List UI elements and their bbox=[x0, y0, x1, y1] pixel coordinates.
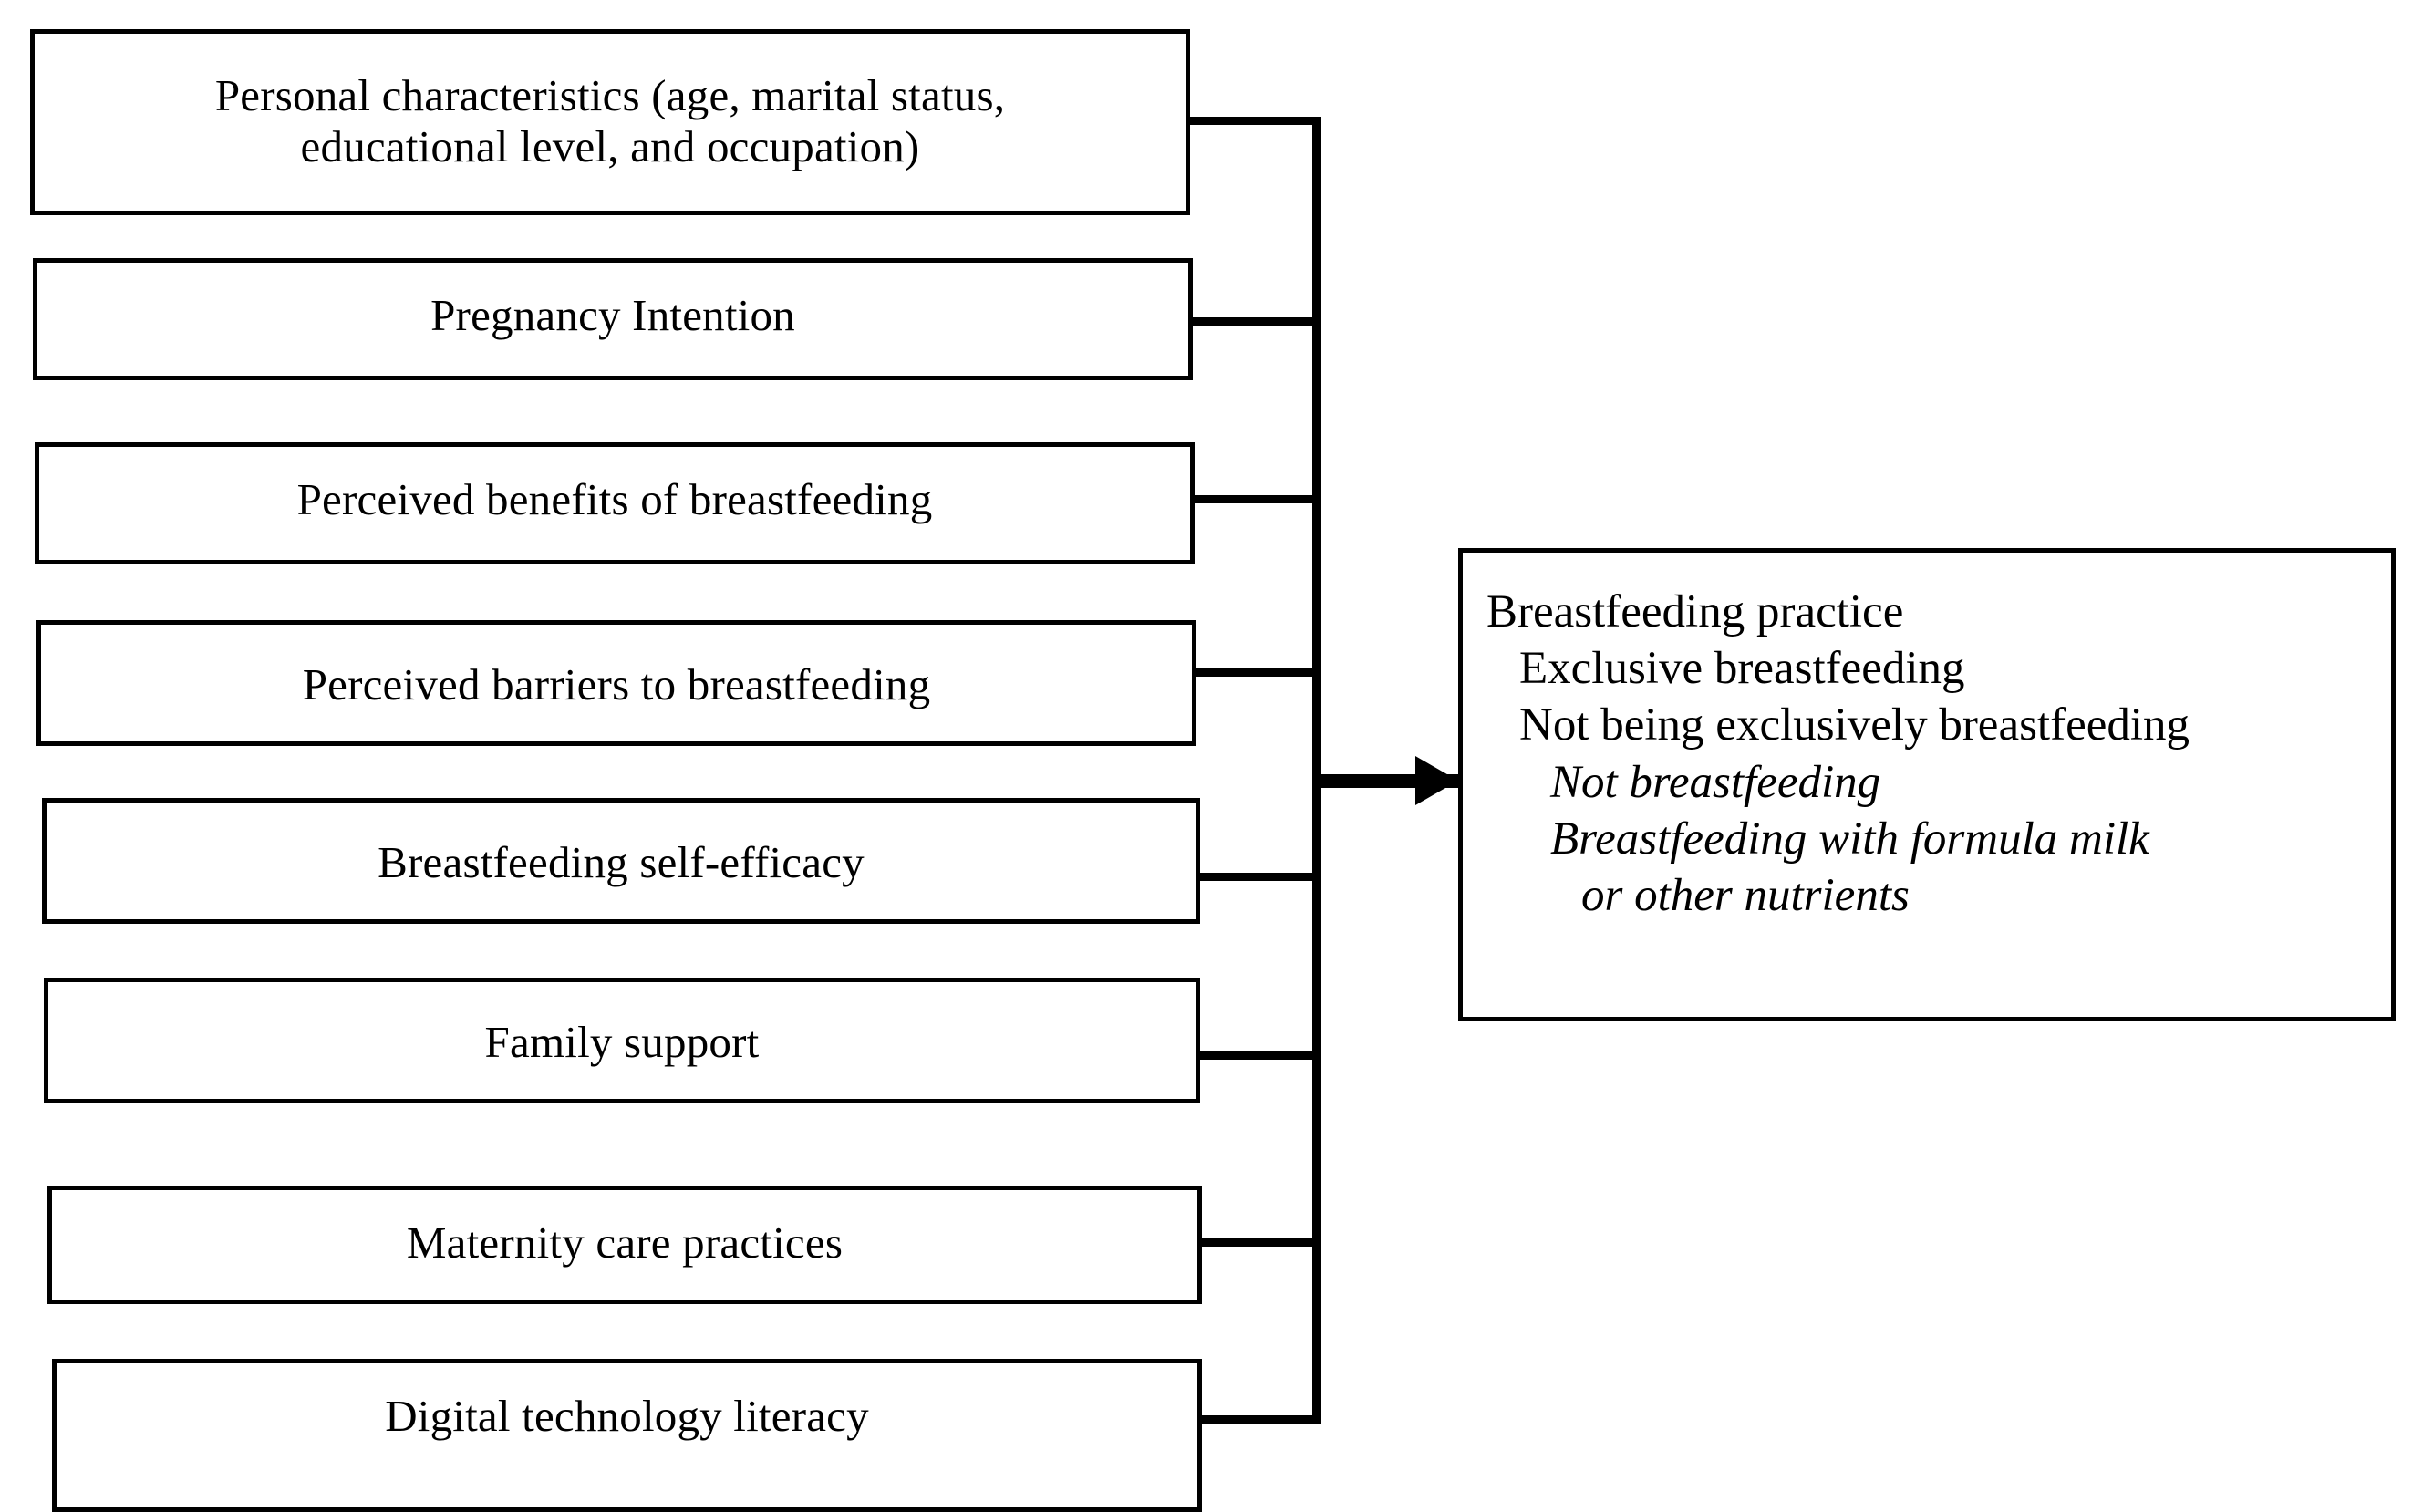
predictor-label: Maternity care practices bbox=[406, 1217, 844, 1268]
predictor-label: Pregnancy Intention bbox=[430, 290, 795, 340]
connector-bus-line bbox=[1312, 117, 1321, 1424]
predictor-label: Perceived benefits of breastfeeding bbox=[296, 474, 933, 524]
predictor-label: Perceived barriers to breastfeeding bbox=[302, 659, 931, 709]
predictor-label: Personal characteristics (age, marital s… bbox=[214, 70, 1006, 171]
arrow-head-icon bbox=[1415, 756, 1458, 805]
outcome-line: Not breastfeeding bbox=[1550, 756, 1881, 808]
connector-stub-2 bbox=[1193, 317, 1321, 326]
outcome-line: or other nutrients bbox=[1581, 870, 1910, 922]
outcome-line: Breastfeeding with formula milk bbox=[1550, 813, 2149, 865]
predictor-box-perceived-benefits[interactable]: Perceived benefits of breastfeeding bbox=[35, 442, 1195, 564]
connector-stub-3 bbox=[1195, 495, 1321, 503]
connector-stub-6 bbox=[1200, 1051, 1321, 1060]
outcome-box-breastfeeding-practice[interactable]: Breastfeeding practice Exclusive breastf… bbox=[1458, 548, 2396, 1021]
outcome-line: Breastfeeding practice bbox=[1486, 586, 1904, 637]
connector-stub-5 bbox=[1200, 873, 1321, 881]
connector-stub-8 bbox=[1202, 1415, 1321, 1424]
outcome-line: Not being exclusively breastfeeding bbox=[1519, 699, 2190, 751]
predictor-box-pregnancy-intention[interactable]: Pregnancy Intention bbox=[33, 258, 1193, 380]
predictor-box-digital-technology-literacy[interactable]: Digital technology literacy bbox=[52, 1359, 1202, 1512]
predictor-label: Breastfeeding self-efficacy bbox=[378, 837, 865, 887]
predictor-label: Family support bbox=[484, 1017, 760, 1067]
predictor-box-maternity-care-practices[interactable]: Maternity care practices bbox=[47, 1186, 1202, 1304]
predictor-box-self-efficacy[interactable]: Breastfeeding self-efficacy bbox=[42, 798, 1200, 924]
outcome-line: Exclusive breastfeeding bbox=[1519, 643, 1965, 695]
connector-stub-7 bbox=[1202, 1238, 1321, 1247]
connector-stub-4 bbox=[1196, 668, 1321, 677]
predictor-box-personal-characteristics[interactable]: Personal characteristics (age, marital s… bbox=[30, 29, 1190, 215]
predictor-box-family-support[interactable]: Family support bbox=[44, 978, 1200, 1103]
outcome-line-list: Breastfeeding practice Exclusive breastf… bbox=[1463, 553, 2391, 924]
predictor-box-perceived-barriers[interactable]: Perceived barriers to breastfeeding bbox=[36, 620, 1196, 746]
connector-stub-1 bbox=[1190, 117, 1321, 125]
predictor-label: Digital technology literacy bbox=[385, 1391, 869, 1441]
